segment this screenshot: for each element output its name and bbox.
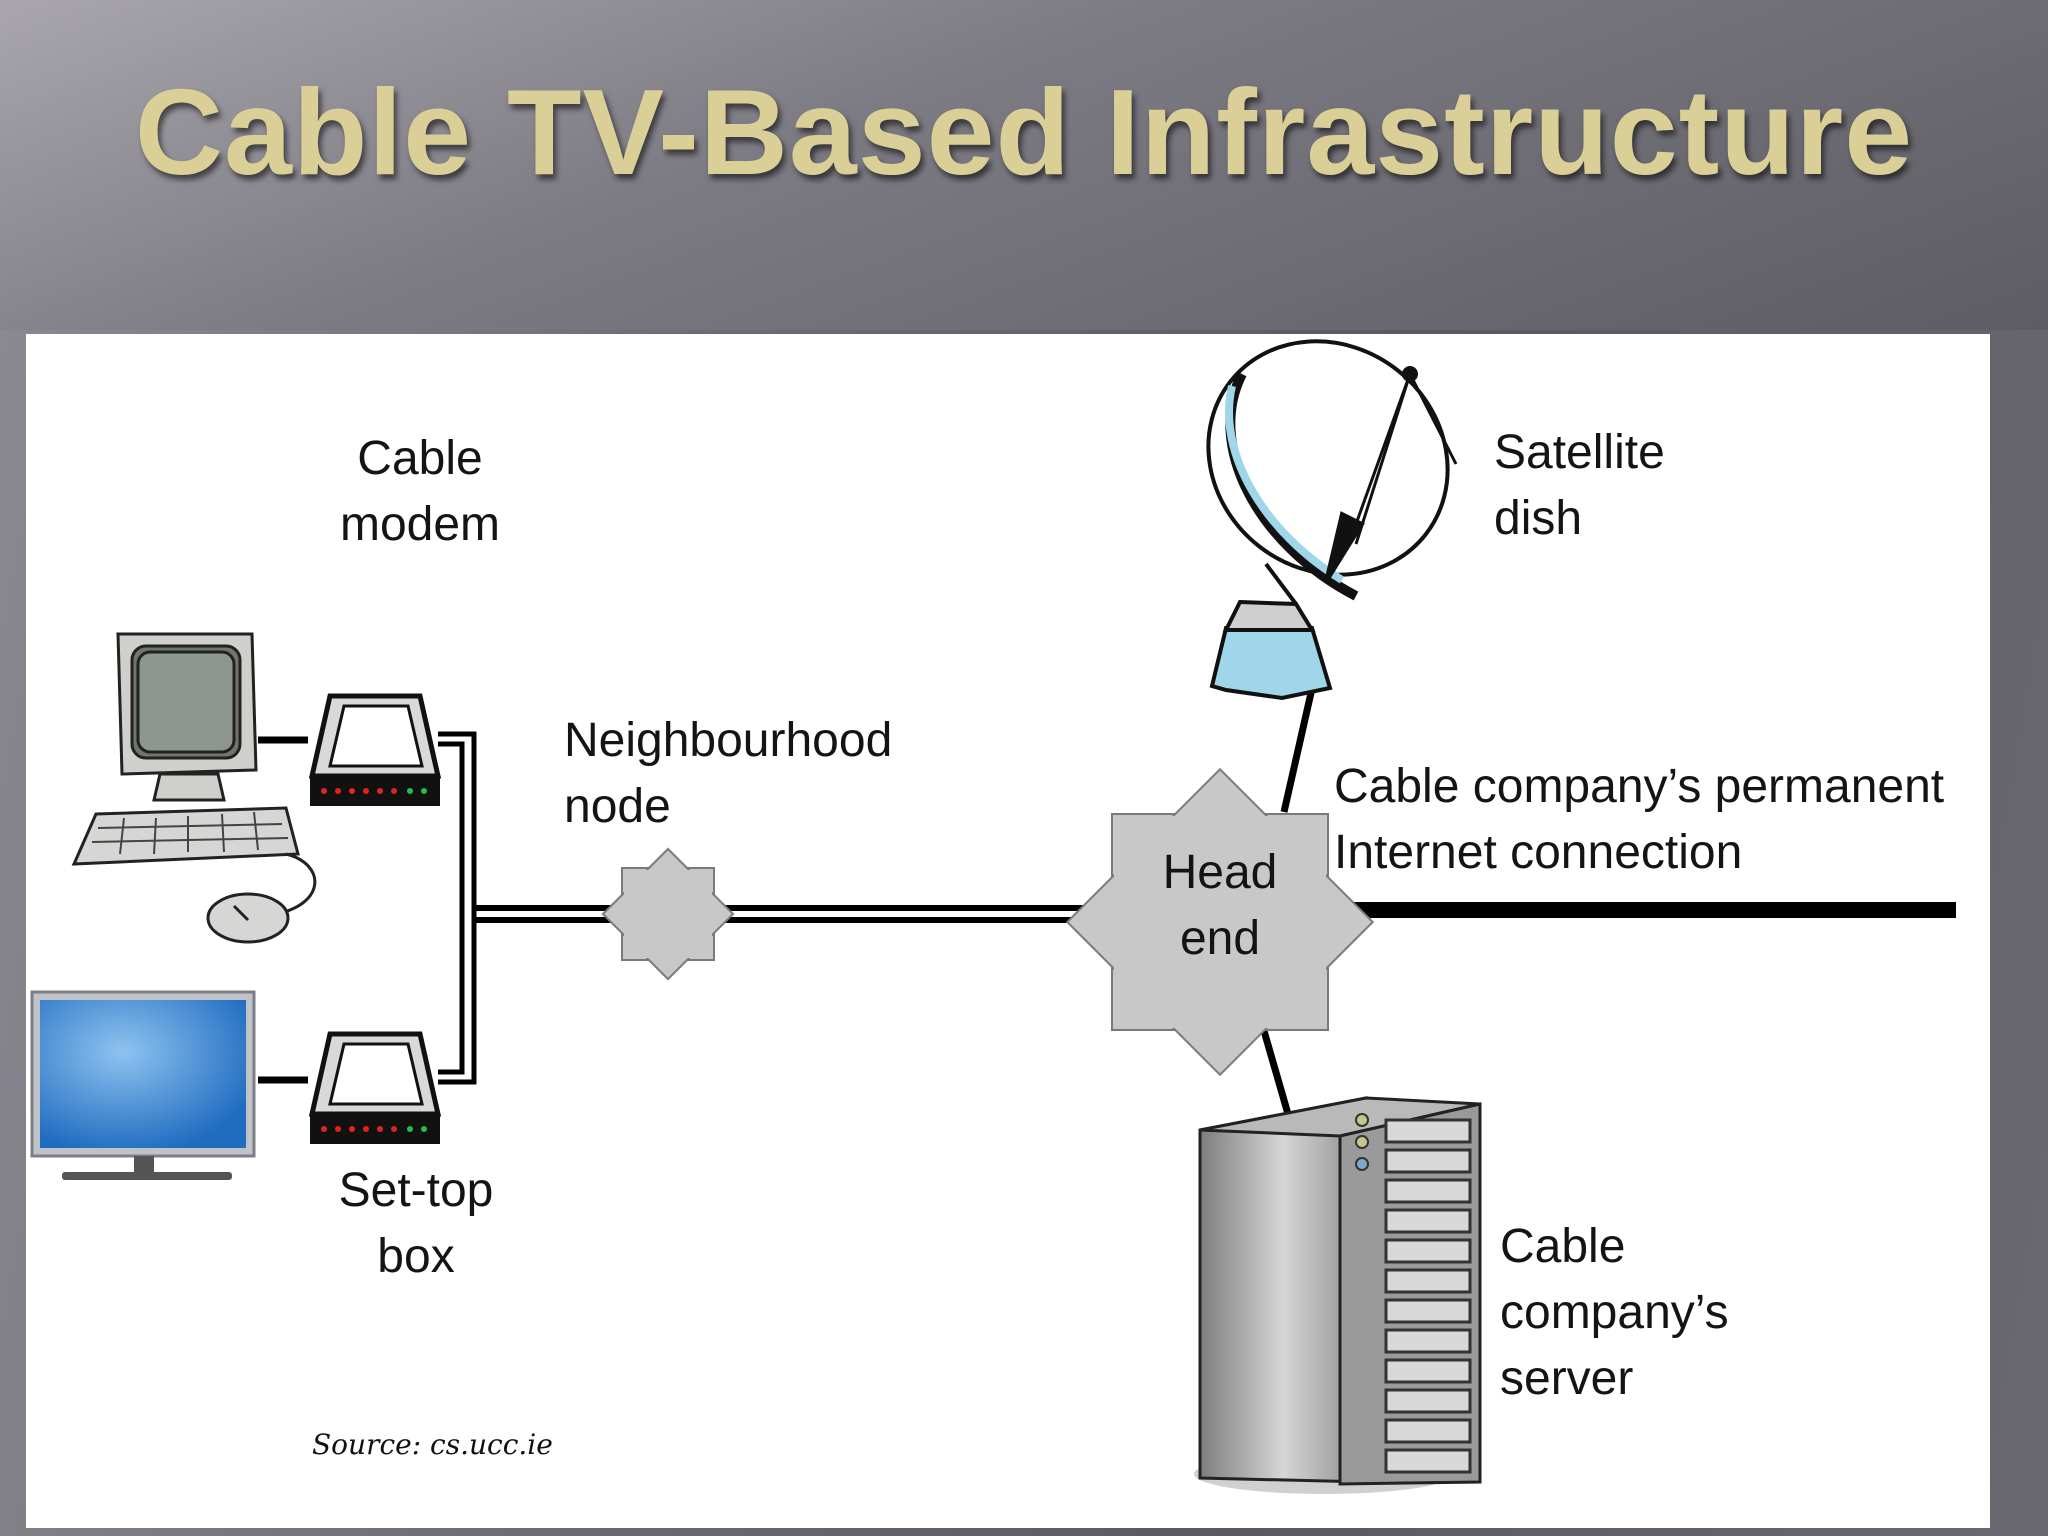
permanent-connection-label: Cable company’s permanent Internet conne… — [1334, 760, 1945, 879]
connection-lines — [258, 661, 1956, 1115]
line-settop-cable — [438, 914, 465, 1075]
desktop-computer-icon — [71, 632, 317, 944]
cable-modem-label: Cable modem — [339, 432, 501, 551]
diagram-panel: Cable modem Set-top box Neighbourhood no… — [26, 334, 1990, 1528]
server-icon — [1194, 1096, 1482, 1494]
neighbourhood-node-label: Neighbourhood node — [564, 714, 893, 833]
slide-background — [0, 0, 2048, 330]
head-end-label: Head end — [1162, 846, 1278, 965]
set-top-box-label: Set-top box — [338, 1164, 494, 1283]
set-top-box-icon — [308, 1031, 442, 1144]
satellite-dish-label: Satellite dish — [1494, 426, 1665, 545]
network-diagram — [30, 339, 1956, 1494]
head-end-icon — [1065, 767, 1375, 1077]
slide-title: Cable TV-Based Infrastructure — [134, 64, 1914, 200]
cable-modem-icon — [308, 693, 442, 806]
server-label: Cable company’s server — [1500, 1220, 1729, 1405]
source-credit: Source: cs.ucc.ie — [312, 1428, 553, 1461]
television-icon — [30, 990, 256, 1180]
satellite-dish-icon — [1206, 339, 1458, 701]
line-modem-cable — [438, 731, 477, 914]
neighbourhood-node-icon — [601, 847, 735, 981]
